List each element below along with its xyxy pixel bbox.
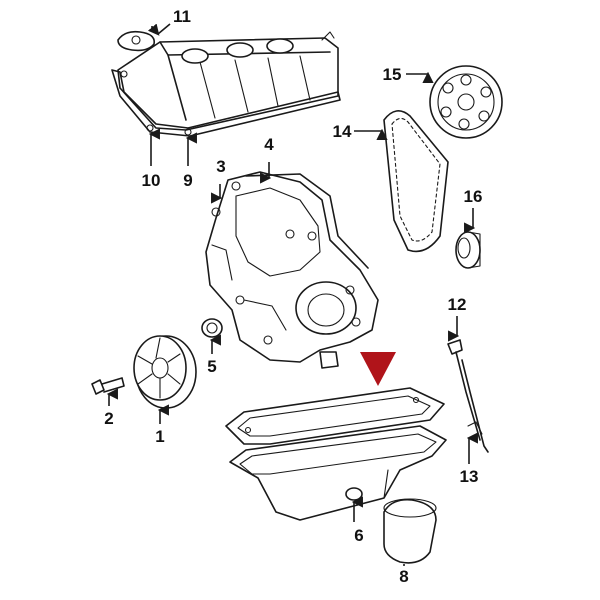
callout-11: 11 [173,7,191,26]
callout-3: 3 [216,157,225,176]
callout-4: 4 [264,135,274,154]
callout-8: 8 [399,567,408,586]
crankshaft-damper[interactable] [133,335,197,409]
oil-pan-gasket[interactable] [225,387,445,445]
dipstick-tube[interactable] [461,359,489,453]
callouts: 1 2 3 4 5 6 8 9 10 11 12 13 14 15 16 [104,7,482,586]
callout-9: 9 [183,171,192,190]
timing-chain[interactable] [383,110,449,253]
callout-10: 10 [142,171,161,190]
timing-chain-cover[interactable] [205,171,379,369]
oil-filter[interactable] [383,498,437,564]
callout-12: 12 [448,295,467,314]
front-crank-seal[interactable] [201,318,223,338]
crankshaft-sprocket[interactable] [455,231,481,269]
callout-1: 1 [155,427,164,446]
callout-14: 14 [333,122,352,141]
leader-lines [106,26,478,566]
callout-2: 2 [104,409,113,428]
callout-6: 6 [354,526,363,545]
damper-bolt[interactable] [91,377,125,395]
callout-13: 13 [460,467,479,486]
oil-pan[interactable] [229,425,447,521]
callout-5: 5 [207,357,216,376]
oil-filler-cap[interactable] [117,30,156,52]
reference-marker-triangle [360,352,396,386]
oil-dipstick[interactable] [447,339,481,441]
callout-16: 16 [464,187,483,206]
valve-cover[interactable] [117,31,339,131]
leader-11-arrow [147,23,171,36]
camshaft-sprocket[interactable] [429,65,503,139]
callout-15: 15 [383,65,402,84]
